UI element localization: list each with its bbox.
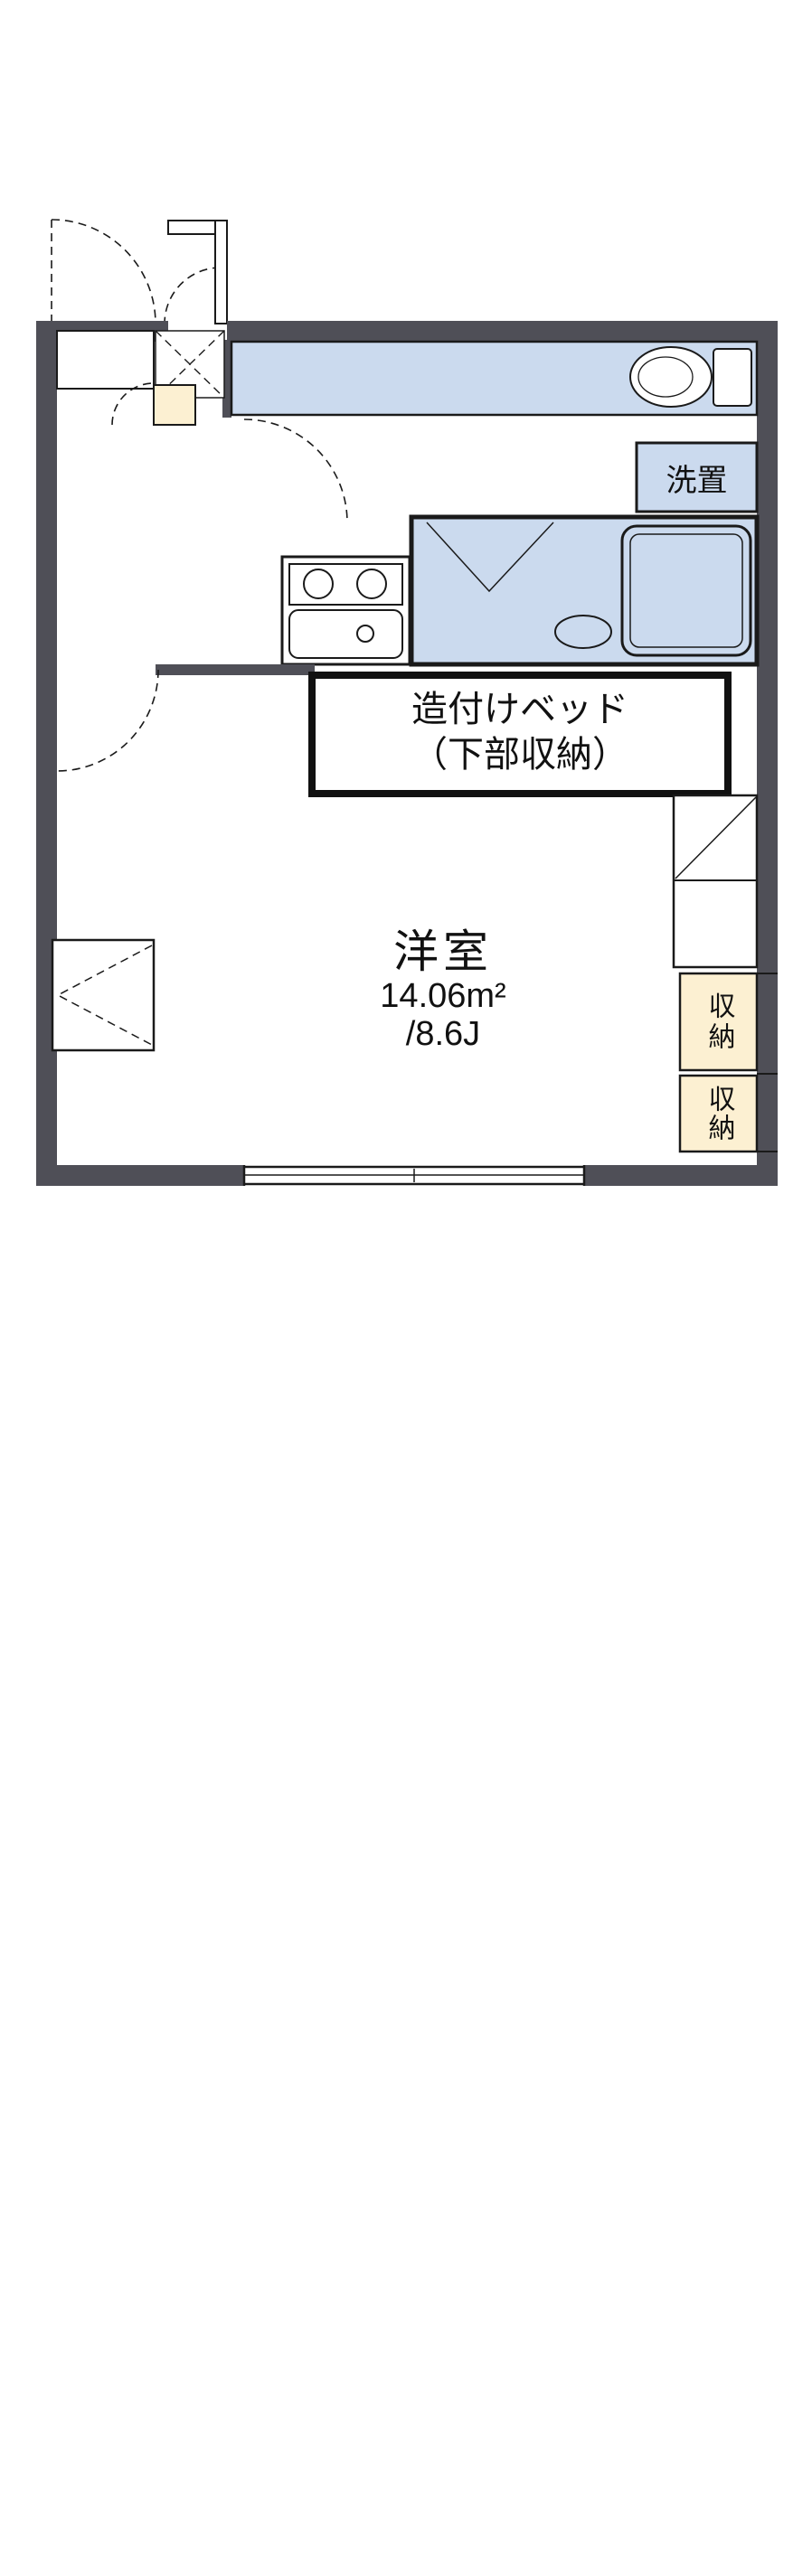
room-area-jo-label: /8.6J — [405, 1014, 481, 1053]
toilet-room — [230, 340, 759, 417]
room-door-swing-icon — [56, 669, 159, 772]
bed-label-line1: 造付けベッド — [411, 690, 628, 729]
toilet-icon — [629, 346, 752, 408]
storage-lower-label: 収納 — [703, 1085, 734, 1142]
entrance-door-swing-icon — [51, 219, 228, 324]
genkan-partition-wall — [222, 340, 231, 418]
sink-icon — [288, 609, 403, 659]
window-icon — [242, 1165, 586, 1186]
built-in-bed — [308, 672, 732, 797]
shoe-cabinet-door-swing-icon — [111, 382, 155, 426]
desk-area — [51, 938, 156, 1052]
bath-door-icon — [426, 522, 554, 593]
entrance-area — [56, 330, 225, 426]
outer-walls — [36, 321, 778, 1186]
built-in-bed-label: 造付けベッド （下部収納） — [312, 685, 728, 779]
stove-icon — [288, 563, 403, 606]
storage-upper-label: 収納 — [703, 991, 734, 1053]
entrance-step — [56, 330, 155, 390]
storage-lower — [678, 1074, 759, 1153]
wall-ticks — [757, 973, 778, 1152]
bathroom — [409, 514, 760, 667]
laundry-space — [635, 441, 759, 513]
closet-block — [672, 794, 759, 969]
hall-partition-wall — [156, 664, 315, 675]
kitchen-counter — [280, 555, 411, 666]
room-name-label: 洋室 — [393, 926, 493, 977]
storage-upper — [678, 972, 759, 1072]
shoe-cabinet — [153, 384, 196, 426]
washroom-door-swing-icon — [243, 418, 348, 523]
bathtub-icon — [620, 524, 752, 657]
bed-label-line2: （下部収納） — [411, 735, 628, 775]
room-area-m2-label: 14.06m² — [380, 976, 506, 1015]
laundry-label: 洗置 — [666, 463, 728, 498]
bath-drain-icon — [554, 615, 612, 649]
